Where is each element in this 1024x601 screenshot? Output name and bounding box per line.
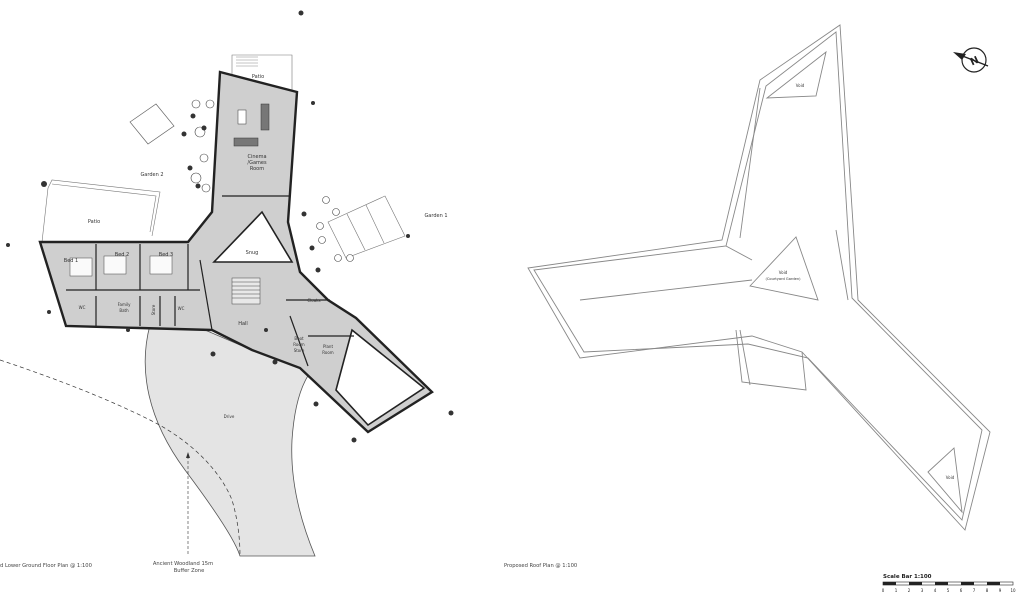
courtyard-void: [212, 210, 294, 263]
void-bottom: [927, 447, 963, 514]
label-boot-1: Boot: [294, 336, 304, 341]
cinema-furniture: [233, 103, 270, 147]
void-courtyard-label-1: Void: [779, 270, 788, 275]
drive-area: [144, 324, 316, 557]
roof-labels: Void Void (Courtyard Garden) Void Propos…: [504, 83, 955, 569]
label-cinema-2: /Games: [247, 160, 267, 166]
roof-plan-caption: Proposed Roof Plan @ 1:100: [504, 563, 577, 569]
scale-bar: Scale Bar 1:100 0 1 2 3 4 5 6 7 8 9 10: [882, 574, 1016, 593]
garden-shed: [129, 103, 175, 145]
scale-bar-segment: [883, 582, 896, 585]
roof-outer-outline: [527, 24, 991, 531]
floor-plan: Patio Garden 2 Garden 1 Patio Cinema /Ga…: [0, 10, 454, 574]
room-labels: Patio Garden 2 Garden 1 Patio Cinema /Ga…: [64, 74, 448, 419]
pergola: [327, 195, 406, 259]
label-family-1: Family: [118, 302, 132, 307]
label-garden-2: Garden 2: [140, 172, 163, 178]
woodland-buffer-line: [0, 359, 241, 557]
label-patio-left: Patio: [88, 219, 100, 225]
roof-link: [735, 329, 807, 391]
roof-ridge-5: [739, 87, 761, 239]
scale-bar-tick-label: 7: [973, 588, 976, 593]
beds: [69, 255, 173, 277]
planting-dots: [6, 10, 454, 443]
label-bed-1: Bed 1: [64, 258, 78, 264]
label-cloaks: Cloaks: [307, 298, 320, 303]
void-courtyard: [749, 236, 819, 301]
interior-walls: [66, 195, 354, 367]
woodland-label-1: Ancient Woodland 15m: [153, 561, 213, 567]
north-letter: N: [969, 55, 981, 69]
scale-bar-segment: [935, 582, 948, 585]
label-store: Store: [151, 304, 156, 315]
shrubs: [190, 99, 354, 262]
scale-bar-segments: [883, 582, 1000, 585]
label-hall: Hall: [238, 321, 248, 327]
label-patio-top: Patio: [252, 74, 264, 80]
scale-bar-segment: [909, 582, 922, 585]
scale-bar-tick-label: 9: [999, 588, 1002, 593]
north-arrow-icon: N: [953, 47, 989, 73]
scale-bar-tick-label: 6: [960, 588, 963, 593]
label-drive: Drive: [224, 414, 235, 419]
scale-bar-tick-label: 0: [882, 588, 885, 593]
scale-bar-tick-label: 1: [895, 588, 898, 593]
roof-ridge-3: [739, 329, 751, 386]
scale-bar-tick-label: 5: [947, 588, 950, 593]
scale-bar-ticks: 0 1 2 3 4 5 6 7 8 9 10: [882, 588, 1016, 593]
stairs: [231, 277, 261, 305]
scale-bar-tick-label: 2: [908, 588, 911, 593]
scale-bar-segment: [961, 582, 974, 585]
label-boot-3: Store: [294, 348, 305, 353]
patio-left: [41, 179, 161, 243]
woodland-pointer-arrow: [186, 452, 190, 458]
floor-plan-caption: d Lower Ground Floor Plan @ 1:100: [0, 563, 92, 569]
scale-bar-tick-label: 3: [921, 588, 924, 593]
scale-bar-segment: [987, 582, 1000, 585]
steps: [236, 56, 258, 67]
roof-ridge-2: [579, 279, 753, 301]
label-wc: WC: [178, 306, 185, 311]
label-plant-2: Room: [322, 350, 333, 355]
right-wing-void: [335, 328, 426, 427]
woodland-label-2: Buffer Zone: [174, 568, 205, 574]
label-wc-2: WC: [79, 305, 86, 310]
label-cinema-1: Cinema: [247, 154, 266, 160]
label-cinema-3: Room: [250, 166, 264, 172]
void-top-label: Void: [796, 83, 805, 88]
label-plant-1: Plant: [323, 344, 334, 349]
void-bottom-label: Void: [946, 475, 955, 480]
label-snug: Snug: [246, 250, 259, 256]
label-garden-1: Garden 1: [424, 213, 447, 219]
label-bed-3: Bed 3: [159, 252, 173, 258]
scale-bar-title: Scale Bar 1:100: [883, 574, 932, 580]
void-courtyard-label-2: (Courtyard Garden): [765, 277, 801, 281]
scale-bar-tick-label: 10: [1010, 588, 1016, 593]
scale-bar-tick-label: 4: [934, 588, 937, 593]
label-bed-2: Bed 2: [115, 252, 129, 258]
roof-plan: [527, 24, 991, 531]
patio-top-outline: [231, 54, 293, 92]
void-top: [765, 50, 827, 99]
roof-ridge: [725, 245, 753, 261]
label-family-2: Bath: [119, 308, 129, 313]
label-boot-2: Room: [293, 342, 304, 347]
scale-bar-tick-label: 8: [986, 588, 989, 593]
roof-ridge-4: [835, 229, 849, 301]
roof-inner-outline: [533, 31, 983, 521]
